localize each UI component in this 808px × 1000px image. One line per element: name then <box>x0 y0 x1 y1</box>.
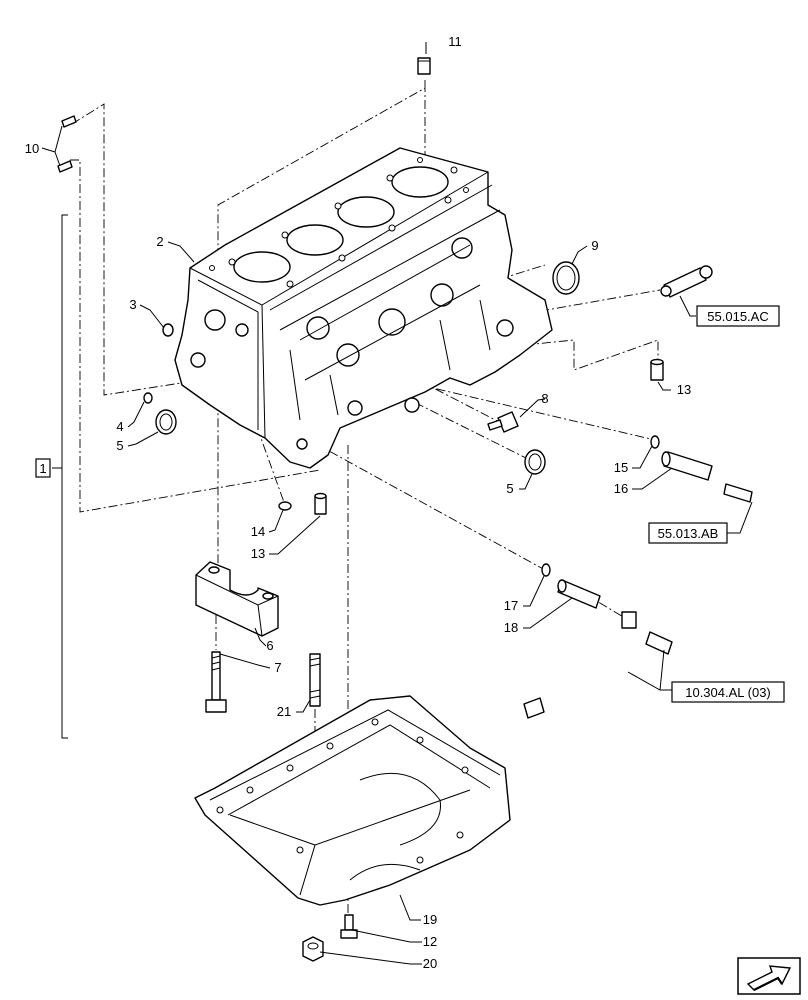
callout-1: 1 <box>39 461 46 476</box>
sensor-55015ac[interactable] <box>660 265 713 298</box>
callout-12: 12 <box>423 934 437 949</box>
sensor-16[interactable] <box>661 451 753 503</box>
pin-10[interactable] <box>57 115 77 173</box>
callout-5b: 5 <box>506 481 513 496</box>
callout-13a: 13 <box>677 382 691 397</box>
callout-3: 3 <box>129 297 136 312</box>
dowel-pin-11[interactable] <box>417 57 431 75</box>
nut-20[interactable] <box>302 936 324 962</box>
callout-19: 19 <box>423 912 437 927</box>
fitting-18[interactable] <box>557 579 601 609</box>
callout-15: 15 <box>614 460 628 475</box>
callout-5a: 5 <box>116 438 123 453</box>
dowel-13a[interactable] <box>650 358 664 381</box>
reference-55013ab[interactable]: 55.013.AB <box>648 522 728 544</box>
callout-7: 7 <box>274 660 281 675</box>
plug-4[interactable] <box>143 392 153 404</box>
plug-3[interactable] <box>162 323 174 337</box>
reference-55015ac-label: 55.015.AC <box>707 309 768 324</box>
callout-labels: 1 2 3 4 5 5 6 7 8 9 10 11 12 13 13 13 14… <box>25 34 691 971</box>
bearing-cap-6[interactable] <box>195 561 279 637</box>
callout-6: 6 <box>266 638 273 653</box>
cup-plug-5b[interactable] <box>524 449 546 475</box>
callout-21: 21 <box>277 704 291 719</box>
group-bracket <box>35 214 68 739</box>
plug-bolt-8[interactable] <box>487 411 519 433</box>
callout-8: 8 <box>541 391 548 406</box>
o-ring-15[interactable] <box>650 435 660 449</box>
reference-10304al-label: 10.304.AL (03) <box>685 685 771 700</box>
reference-55015ac[interactable]: 55.015.AC <box>696 305 780 327</box>
callout-14: 14 <box>251 524 265 539</box>
callout-4: 4 <box>116 419 123 434</box>
drain-bolt-12[interactable] <box>340 914 358 939</box>
reference-55013ab-label: 55.013.AB <box>658 526 719 541</box>
callout-2: 2 <box>156 234 163 249</box>
callout-10: 10 <box>25 141 39 156</box>
callout-20: 20 <box>423 956 437 971</box>
oil-pipe[interactable] <box>523 611 673 719</box>
cylinder-block[interactable] <box>174 147 553 469</box>
seal-9[interactable] <box>552 261 580 295</box>
cup-plug-5a[interactable] <box>155 409 177 435</box>
callout-11: 11 <box>448 34 462 49</box>
callout-16: 16 <box>614 481 628 496</box>
washer-14[interactable] <box>278 501 292 511</box>
bolt-7[interactable] <box>205 651 227 713</box>
leader-lines <box>41 42 753 965</box>
o-ring-17[interactable] <box>541 563 551 577</box>
reference-10304al[interactable]: 10.304.AL (03) <box>671 681 785 703</box>
oil-pan-19[interactable] <box>194 695 511 906</box>
callout-18: 18 <box>504 620 518 635</box>
callout-13b: 13 <box>251 546 265 561</box>
dowel-13b[interactable] <box>314 492 327 515</box>
stud-21[interactable] <box>309 653 321 707</box>
arrow-next-icon[interactable] <box>737 957 801 995</box>
callout-17: 17 <box>504 598 518 613</box>
callout-9: 9 <box>591 238 598 253</box>
